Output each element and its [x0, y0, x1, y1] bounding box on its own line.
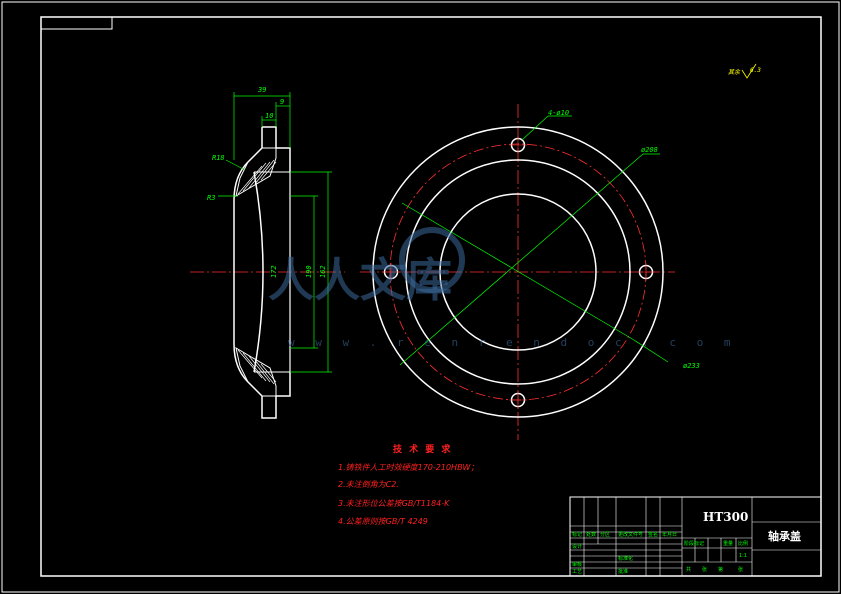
dim-pcd: ø208: [641, 146, 658, 154]
front-dimension-lines: [218, 92, 332, 373]
tech-req-item: 4.公差原则按GB/T 4249: [338, 517, 428, 526]
tb-sheet-label: 张: [738, 566, 743, 573]
tb-sheet-label: 第: [718, 566, 723, 573]
tb-col-label: 分区: [600, 531, 610, 538]
sheet-inner-border: [40, 16, 822, 577]
tech-req-item: 2.未注倒角为C2.: [338, 480, 399, 489]
dim-dia-c: 162: [319, 265, 327, 278]
inner-arc: [253, 171, 264, 373]
side-circular-view: 4-ø10 ø208 ø233: [360, 104, 700, 440]
dim-dia-a: 172: [270, 265, 278, 278]
section-hatching-bottom: [237, 349, 277, 385]
tech-req-item: 3.未注形位公差按GB/T1184-K: [338, 499, 450, 508]
tb-stage-label: 比例: [738, 540, 748, 547]
side-dimension-lines: [399, 115, 669, 366]
dim-radius-inner: R3: [207, 194, 215, 202]
watermark: 人人文库 w w w . r e n r e n d o c . c o m: [268, 227, 738, 349]
tech-requirements: 技 术 要 求 1.铸铁件人工时效硬度170-210HBW； 2.未注倒角为C2…: [338, 443, 478, 526]
tb-scale: 1:1: [739, 553, 747, 559]
section-hatching-top: [237, 159, 277, 195]
front-section-view: 39 9 10 R18 R3 172 190 162: [190, 86, 345, 419]
tb-sheet-label: 共: [686, 566, 691, 573]
tb-stage-label: 重量: [723, 540, 733, 547]
tech-req-title: 技 术 要 求: [393, 443, 452, 455]
drawing-number-box: [40, 16, 113, 30]
watermark-url: w w w . r e n r e n d o c . c o m: [288, 336, 738, 349]
part-name: 轴承盖: [768, 529, 801, 543]
roughness-value: 6.3: [750, 67, 761, 74]
roughness-label: 其余: [728, 68, 741, 76]
dim-radius-outer: R18: [212, 154, 225, 162]
tb-row-label: 工艺: [572, 569, 582, 575]
dim-width-step: 10: [265, 112, 273, 120]
tb-col-label: 处数: [586, 531, 596, 538]
inner-circle: [439, 193, 597, 351]
dim-width-total: 39: [257, 86, 266, 94]
watermark-text: 人人文库: [268, 253, 452, 307]
dim-holes: 4-ø10: [548, 109, 569, 117]
material-label: HT300: [703, 510, 748, 524]
tb-row-label: 设计: [572, 543, 582, 550]
tb-col-label: 更改文件号: [618, 531, 643, 538]
title-block: HT300 轴承盖 标记 设计 审核 工艺 处数 分区 更改文件号 签名 年月日…: [569, 496, 822, 577]
dim-dia-b: 190: [305, 265, 313, 278]
tech-req-item: 1.铸铁件人工时效硬度170-210HBW；: [338, 463, 478, 472]
tb-row-label: 标记: [572, 531, 582, 538]
roughness-symbol: 其余 6.3: [728, 63, 761, 79]
tb-stage-label: 阶段标记: [684, 540, 704, 547]
outer-circle: [372, 126, 664, 418]
tb-col-label: 年月日: [662, 531, 677, 538]
tb-mid-label: 标准化: [618, 555, 633, 562]
tb-sheet-label: 张: [702, 566, 707, 573]
dim-width-flange: 9: [280, 98, 284, 106]
tb-row-label: 审核: [572, 561, 582, 568]
tb-mid-label: 批准: [618, 568, 628, 575]
dim-outer: ø233: [683, 362, 700, 370]
tb-col-label: 签名: [648, 531, 658, 538]
